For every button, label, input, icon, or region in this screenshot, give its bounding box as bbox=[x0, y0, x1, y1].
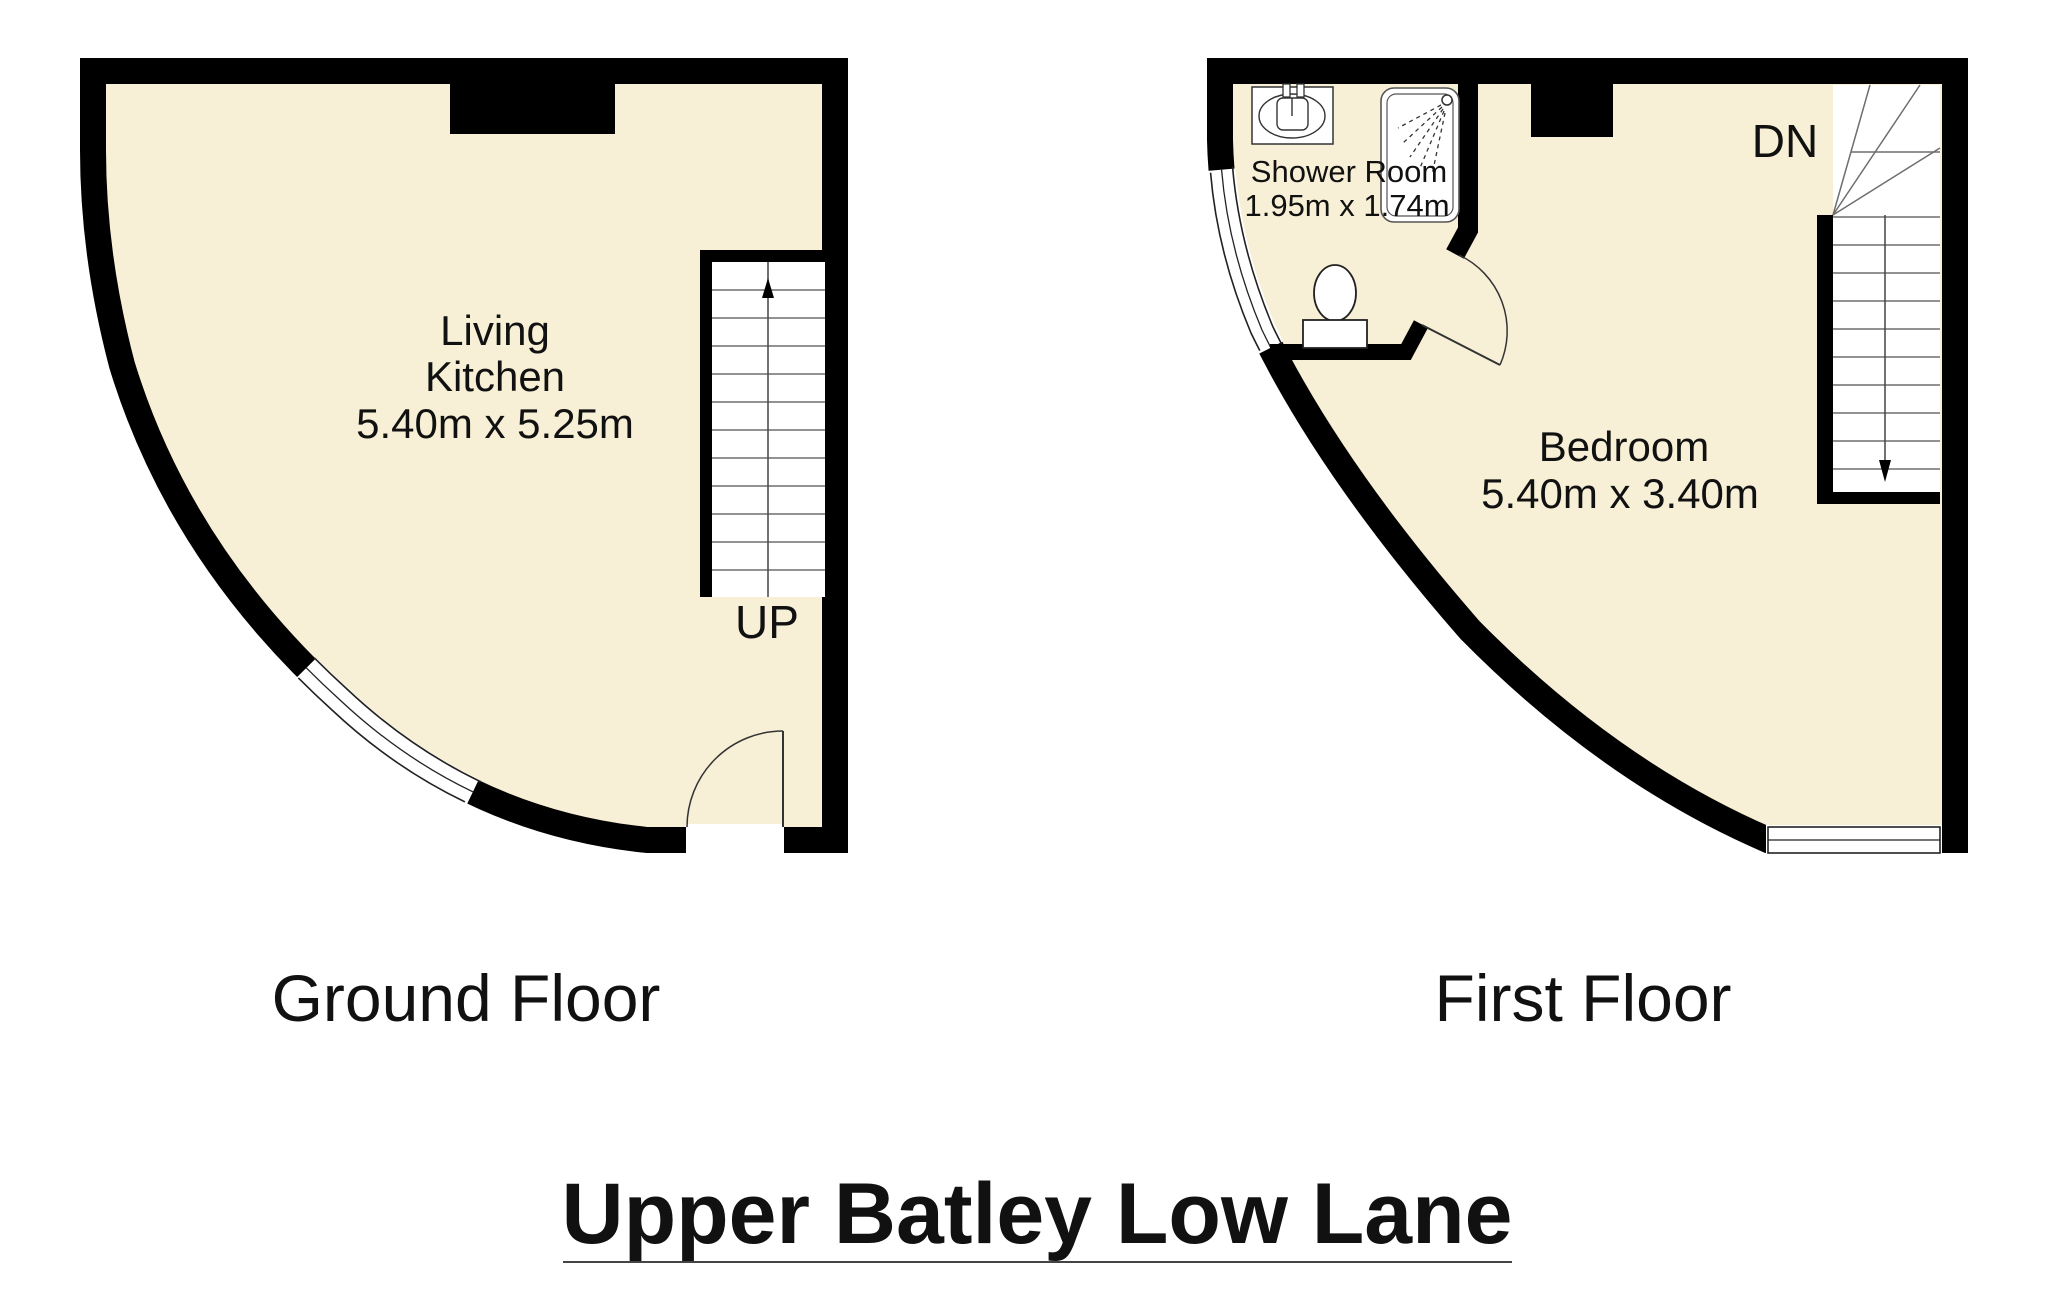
shower-room-dimensions: 1.95m x 1.74m bbox=[1244, 188, 1449, 223]
window-inner-frame-line bbox=[1230, 136, 1780, 838]
shower-room-door bbox=[1421, 254, 1508, 366]
ground-staircase: UP bbox=[700, 250, 825, 648]
sink-icon bbox=[1251, 83, 1334, 145]
shower-room-label: Shower Room bbox=[1251, 154, 1447, 189]
first-bottom-window bbox=[1766, 825, 1942, 855]
ground-entrance-door bbox=[686, 730, 784, 856]
window-center-line bbox=[1219, 139, 1769, 841]
stair-side-wall bbox=[1817, 215, 1833, 503]
stair-bottom-wall bbox=[1817, 492, 1940, 504]
shower-head-icon bbox=[1397, 94, 1453, 176]
door-opening bbox=[686, 824, 784, 856]
stairs-up-label: UP bbox=[735, 596, 799, 648]
ground-chimney-breast bbox=[450, 58, 615, 134]
stairs-up-arrow-icon bbox=[762, 278, 774, 298]
first-side-window bbox=[1206, 136, 1780, 853]
bedroom-label: Bedroom bbox=[1539, 423, 1709, 470]
first-staircase: DN bbox=[1752, 84, 1941, 504]
living-room-label-line2: Kitchen bbox=[425, 353, 565, 400]
stairs-down-arrow-icon bbox=[1879, 460, 1891, 482]
stair-winders bbox=[1832, 84, 1941, 216]
page-title: Upper Batley Low Lane bbox=[562, 1166, 1513, 1262]
shower-room-bottom-wall bbox=[1270, 320, 1429, 360]
stair-well bbox=[1833, 85, 1940, 492]
ground-floor-room-outline bbox=[80, 58, 848, 853]
shower-room-walls bbox=[1270, 84, 1478, 360]
door-swing-arc bbox=[1458, 254, 1508, 366]
stair-side-wall bbox=[700, 250, 712, 597]
window-outer-frame-line bbox=[1208, 142, 1758, 844]
door-swing-arc bbox=[686, 730, 784, 828]
ground-floor-plan: UP Living Kitchen 5.40m x 5.25m bbox=[79, 58, 848, 856]
bedroom-dimensions: 5.40m x 3.40m bbox=[1481, 470, 1759, 517]
first-floor-caption: First Floor bbox=[1435, 961, 1732, 1035]
stairs-down-label: DN bbox=[1752, 115, 1818, 167]
door-leaf bbox=[1421, 324, 1501, 366]
captions: Ground Floor First Floor Upper Batley Lo… bbox=[272, 961, 1732, 1263]
ground-floor-caption: Ground Floor bbox=[272, 961, 661, 1035]
living-room-dimensions: 5.40m x 5.25m bbox=[356, 400, 634, 447]
first-floor-plan: DN Shower Room 1.95m x 1.74m Bedroom 5.4… bbox=[1206, 58, 1968, 855]
shower-tray bbox=[1380, 87, 1460, 223]
shower-room-right-wall bbox=[1446, 84, 1478, 259]
first-chimney-breast bbox=[1531, 58, 1613, 137]
living-room-label-line1: Living bbox=[440, 307, 550, 354]
stair-top-wall bbox=[700, 250, 825, 262]
stair-treads bbox=[1833, 216, 1940, 470]
toilet-icon bbox=[1302, 264, 1368, 349]
